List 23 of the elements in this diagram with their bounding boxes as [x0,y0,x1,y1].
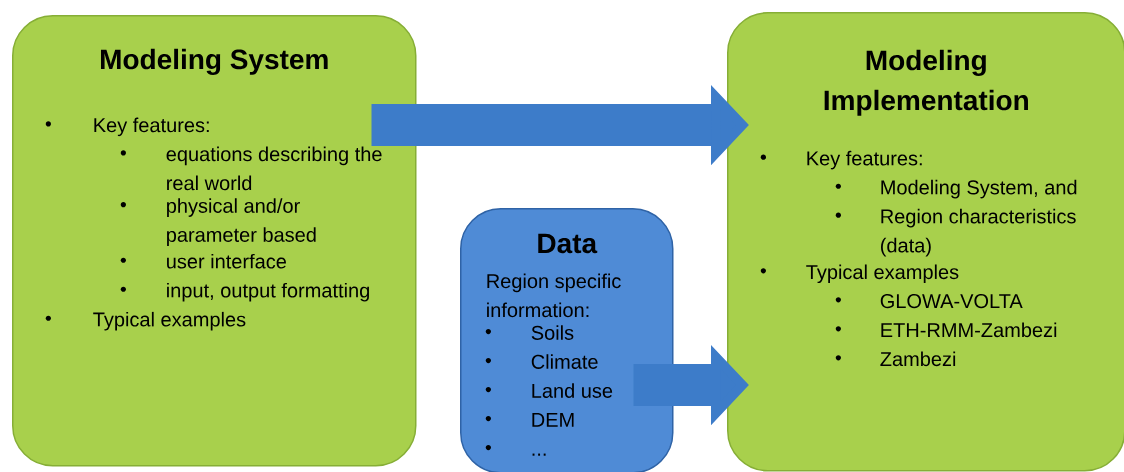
intro-text: Region specific information: [487,273,621,318]
rounded-box [727,12,1124,472]
bullet-item: Modeling System, and [835,179,1077,199]
bullet-item: Land use [485,383,613,398]
bullet-item: Key features: [45,117,209,137]
bullet-item: DEM [485,412,574,427]
bullet-item: Soils [485,325,574,340]
bullet-item: GLOWA-VOLTA [835,294,1023,309]
bullet-item: Typical examples [760,264,959,284]
bullet-item: Region characteristics (data) [835,208,1076,257]
rounded-box [460,208,674,472]
box-title: Data [538,233,598,254]
bullet-item: ... [485,445,546,456]
bullet-item: Climate [485,354,598,369]
bullet-item: user interface [120,253,286,269]
bullet-item: Zambezi [835,351,956,367]
box-title: Modeling Implementation [824,49,1028,116]
bullet-item: Key features: [760,150,922,170]
bullet-item: input, output formatting [120,282,369,302]
bullet-item: Typical examples [45,311,246,331]
box-title: Modeling System [101,48,328,75]
rounded-box [12,15,417,467]
bullet-item: ETH-RMM-Zambezi [835,322,1057,338]
